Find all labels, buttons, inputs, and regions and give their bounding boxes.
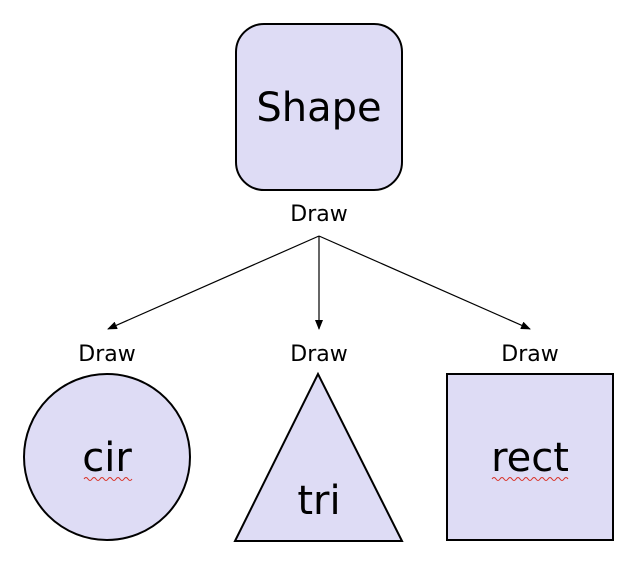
rect-spellcheck-underline [491, 477, 569, 481]
cir-node-shape [23, 373, 191, 541]
shape-node: Shape [235, 23, 403, 191]
tri-node-label: tri [297, 478, 340, 524]
rect-node-shape [446, 373, 614, 541]
rect-node: rect [446, 373, 614, 541]
edge-to-cir [107, 235, 320, 330]
cir-spellcheck-underline [83, 477, 133, 481]
rect-draw-label: Draw [501, 342, 558, 367]
cir-node: cir [23, 373, 191, 541]
rect-node-label: rect [491, 435, 569, 481]
tri-node-shape [233, 371, 404, 542]
cir-node-label: cir [82, 435, 132, 481]
shape-node-label: Shape [256, 85, 381, 131]
tri-node: tri [233, 371, 404, 542]
edge-to-rect [318, 235, 531, 330]
cir-draw-label: Draw [78, 342, 135, 367]
tri-draw-label: Draw [290, 342, 347, 367]
shape-node-box [235, 23, 403, 191]
shape-draw-label: Draw [290, 202, 347, 227]
